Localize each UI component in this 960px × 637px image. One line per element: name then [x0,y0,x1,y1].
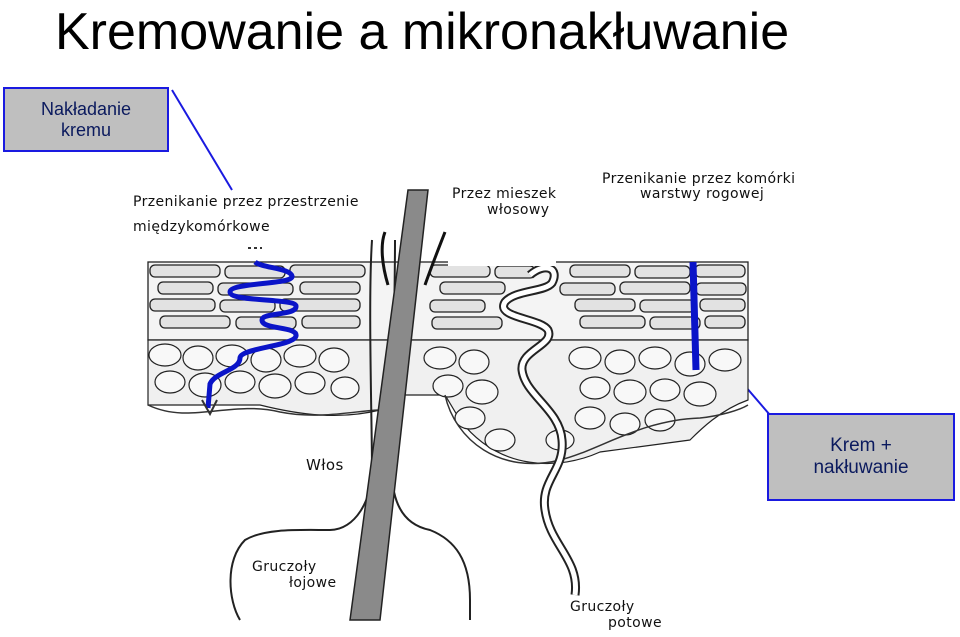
epidermis-cells [147,339,749,465]
label-intercellular-line2: międzykomórkowe [133,219,271,235]
label-intercellular-line1: Przenikanie przez przestrzenie [133,194,359,210]
callout-line-cream [171,89,233,191]
cream-application-line2: kremu [60,119,111,140]
cream-application-line1: Nakładanie [40,98,132,119]
label-sweat-line2: potowe [608,615,662,631]
cream-needling-line1: Krem + [830,435,892,456]
label-hair: Włos [306,456,344,474]
label-follicle-line2: włosowy [487,202,550,218]
label-transcellular-line1: Przenikanie przez komórki [602,171,796,187]
cream-needling-line2: nakłuwanie [813,457,909,478]
label-sebaceous-line1: Gruczoły [252,559,317,575]
cream-needling-box: Krem + nakłuwanie [767,413,955,501]
label-follicle-line1: Przez mieszek [452,186,557,202]
cream-application-box: Nakładanie kremu [3,87,169,152]
intercellular-route-arrow [201,399,218,417]
label-transcellular-line2: warstwy rogowej [640,186,765,202]
slide-title: Kremowanie a mikronakłuwanie [55,3,790,61]
follicle-arrows [380,231,447,286]
hair-shaft [349,189,429,621]
follicle-label-background [448,180,556,266]
dermis-boundary [147,394,749,465]
transcellular-route-bar [689,261,700,371]
intercellular-route-path [205,259,299,409]
label-sweat-line1: Gruczoły [570,599,635,615]
label-sebaceous-line2: łojowe [289,575,337,591]
stratum-corneum [147,261,749,341]
